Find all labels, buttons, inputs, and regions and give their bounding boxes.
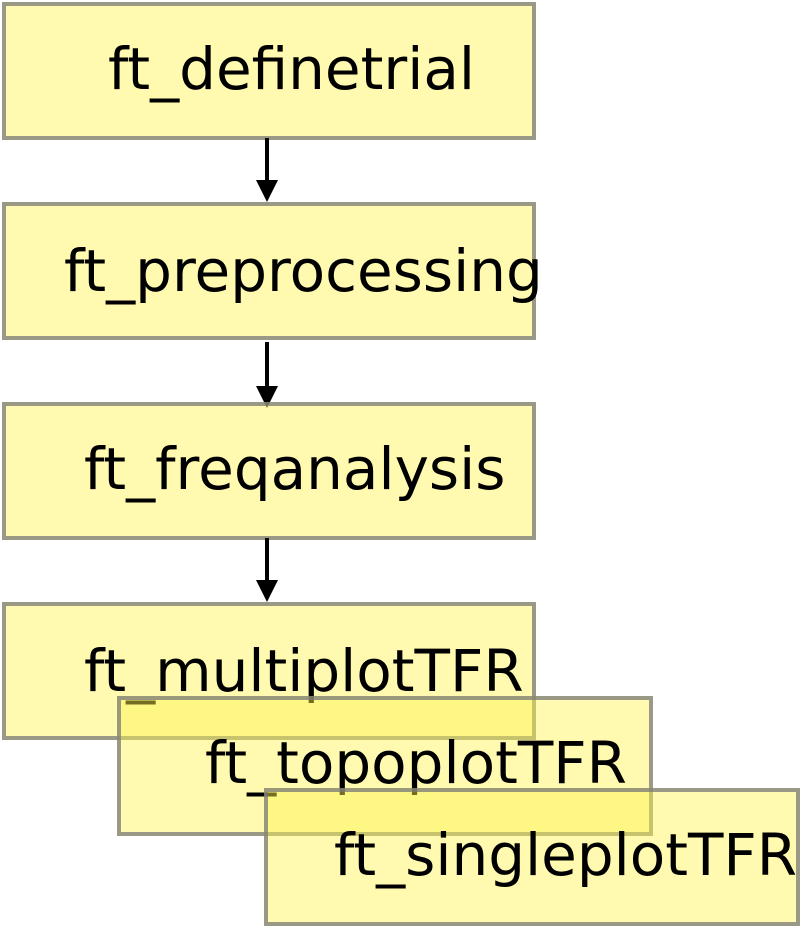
node-multiplottfr-label: ft_multiplotTFR	[84, 637, 524, 705]
node-definetrial-label: ft_definetrial	[108, 35, 475, 103]
arrow-3-shaft	[265, 538, 269, 582]
node-freqanalysis-label: ft_freqanalysis	[84, 435, 506, 503]
node-topoplottfr	[117, 696, 653, 836]
node-topoplottfr-label: ft_topoplotTFR	[205, 729, 627, 797]
arrow-1-head	[256, 180, 278, 202]
arrow-1-shaft	[265, 138, 269, 182]
node-singleplottfr-label: ft_singleplotTFR	[334, 821, 798, 889]
arrow-2-shaft	[265, 342, 269, 388]
node-singleplottfr	[264, 788, 800, 926]
node-preprocessing	[2, 202, 536, 340]
arrow-3-head	[256, 580, 278, 602]
node-preprocessing-label: ft_preprocessing	[64, 237, 543, 305]
node-definetrial	[2, 2, 536, 140]
node-multiplottfr	[2, 602, 536, 740]
node-freqanalysis	[2, 402, 536, 540]
